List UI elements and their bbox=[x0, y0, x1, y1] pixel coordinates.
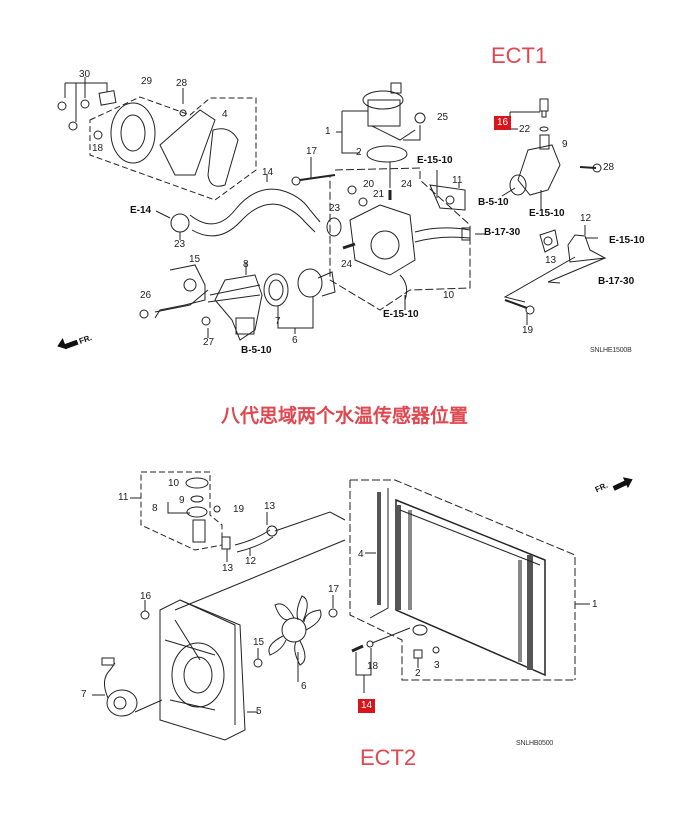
part-label: 11 bbox=[452, 175, 463, 186]
part-label: 6 bbox=[301, 681, 307, 692]
part-label: 9 bbox=[562, 139, 568, 150]
part-label: 27 bbox=[203, 337, 215, 348]
bolt-group-30 bbox=[57, 77, 117, 131]
part-label: 19 bbox=[233, 504, 245, 515]
arrow-shaft bbox=[63, 339, 79, 350]
part-label: 13 bbox=[264, 501, 276, 512]
part-label: 15 bbox=[189, 254, 201, 265]
part-label: 24 bbox=[341, 259, 353, 270]
part-label: 17 bbox=[306, 146, 318, 157]
hose-14 bbox=[189, 174, 321, 237]
front-label: FR. bbox=[593, 480, 610, 495]
headline: 八代思域两个水温传感器位置 bbox=[221, 406, 469, 427]
part-label: 11 bbox=[118, 492, 129, 503]
part-label: 8 bbox=[243, 259, 249, 270]
ect1-part-number: 16 bbox=[494, 116, 512, 130]
diagram-code: SNLHE1500B bbox=[590, 347, 632, 354]
thermostat-housing bbox=[329, 167, 471, 311]
fan-motor bbox=[92, 657, 163, 717]
water-pump-assembly bbox=[89, 88, 257, 201]
part-label: 14 bbox=[262, 167, 274, 178]
reference-label: B-5-10 bbox=[241, 345, 272, 356]
part-label: 2 bbox=[356, 147, 362, 158]
reservoir-group bbox=[130, 471, 223, 551]
reference-label: E-15-10 bbox=[417, 155, 453, 166]
part-label: 13 bbox=[545, 255, 557, 266]
part-label: 18 bbox=[92, 143, 104, 154]
part-label: 21 bbox=[373, 189, 385, 200]
part-label: 12 bbox=[580, 213, 592, 224]
part-label: 28 bbox=[603, 162, 615, 173]
part-label: 3 bbox=[434, 660, 440, 671]
part-label: 28 bbox=[176, 78, 188, 89]
fan-shroud bbox=[159, 599, 258, 741]
part-label: 20 bbox=[363, 179, 375, 190]
part-label: 15 bbox=[253, 637, 265, 648]
part-label: 26 bbox=[140, 290, 152, 301]
part-label: 12 bbox=[245, 556, 257, 567]
reference-label: E-15-10 bbox=[529, 208, 565, 219]
part-label: 19 bbox=[522, 325, 534, 336]
part-label: 24 bbox=[401, 179, 413, 190]
part-label: 10 bbox=[168, 478, 180, 489]
reference-label: E-14 bbox=[130, 205, 152, 216]
fan-blade bbox=[268, 595, 322, 682]
part-label: 30 bbox=[79, 69, 91, 80]
part-label: 2 bbox=[415, 668, 421, 679]
part-label: 18 bbox=[367, 661, 379, 672]
part-label: 4 bbox=[358, 549, 364, 560]
part-label: 7 bbox=[275, 316, 281, 327]
front-label: FR. bbox=[77, 333, 94, 346]
part-label: 16 bbox=[140, 591, 152, 602]
part-label: 22 bbox=[519, 124, 531, 135]
part-label: 6 bbox=[292, 335, 298, 346]
part-label: 9 bbox=[179, 495, 185, 506]
front-arrow: FR. bbox=[593, 473, 645, 499]
water-outlet-9 bbox=[509, 134, 561, 210]
part-label: 13 bbox=[222, 563, 234, 574]
reference-label: B-17-30 bbox=[484, 227, 521, 238]
reference-label: B-17-30 bbox=[598, 276, 635, 287]
part-label: 10 bbox=[443, 290, 455, 301]
bracket-15 bbox=[154, 264, 209, 319]
part-label: 5 bbox=[256, 706, 262, 717]
part-label: 7 bbox=[81, 689, 87, 700]
part-label: 23 bbox=[329, 203, 341, 214]
part-label: 29 bbox=[141, 76, 153, 87]
part-label: 8 bbox=[152, 503, 158, 514]
part-label: 1 bbox=[592, 599, 598, 610]
part-label: 4 bbox=[222, 109, 228, 120]
ect1-title: ECT1 bbox=[491, 43, 548, 68]
part-label: 25 bbox=[437, 112, 449, 123]
ect2-title: ECT2 bbox=[360, 745, 417, 770]
front-arrow: FR. bbox=[55, 333, 127, 355]
reference-label: B-5-10 bbox=[478, 197, 509, 208]
radiator-assembly bbox=[349, 479, 590, 681]
egr-valve bbox=[336, 82, 426, 188]
reference-label: E-15-10 bbox=[609, 235, 645, 246]
ect2-part-number: 14 bbox=[358, 699, 376, 713]
part-label: 17 bbox=[328, 584, 340, 595]
reference-label: E-15-10 bbox=[383, 309, 419, 320]
part-label: 23 bbox=[174, 239, 186, 250]
part-label: 1 bbox=[325, 126, 331, 137]
diagram-code: SNLHB0500 bbox=[516, 740, 554, 747]
